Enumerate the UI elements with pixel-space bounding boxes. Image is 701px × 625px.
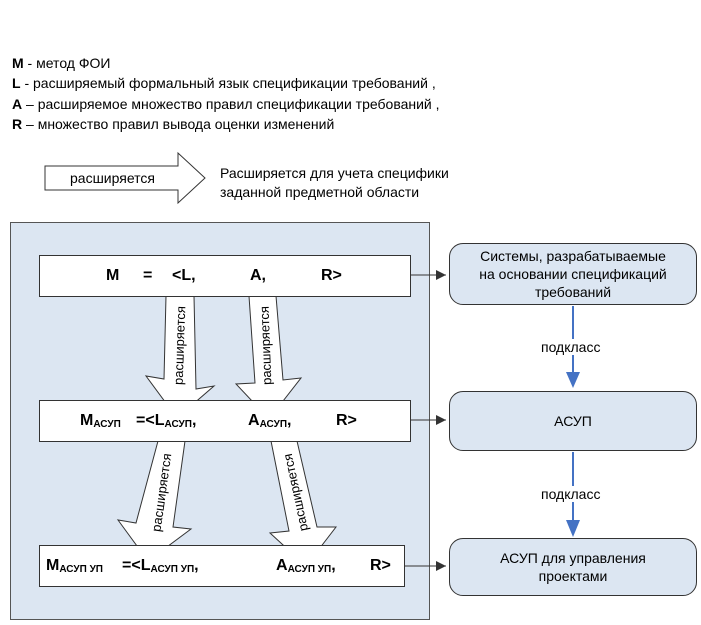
subclass-head-2 <box>566 520 580 537</box>
legend-symbol: A <box>12 96 23 112</box>
node-asup-up-line1: АСУП для управления <box>500 550 646 566</box>
subclass-head-1 <box>566 372 580 388</box>
formula-m: M <box>106 267 120 284</box>
node-asup-up: АСУП для управления проектами <box>449 538 697 596</box>
legend-symbol: R <box>12 116 23 132</box>
legend-text: – множество правил вывода оценки изменен… <box>22 116 335 132</box>
node-asup: АСУП <box>449 391 697 451</box>
node-systems-line1: Системы, разрабатываемые <box>480 248 666 264</box>
formula-a: A, <box>250 267 266 284</box>
key-description: Расширяется для учета специфики заданной… <box>220 164 449 202</box>
node-asup-up-line2: проектами <box>538 568 608 584</box>
legend-text: - расширяемый формальный язык спецификац… <box>20 75 436 91</box>
formula-method: M = <L, A, R> <box>39 255 411 297</box>
formula-a: AАСУП, <box>248 412 292 430</box>
formula-l: =<LАСУП, <box>136 412 197 430</box>
formula-asup-up: MАСУП УП =<LАСУП УП, AАСУП УП, R> <box>39 545 405 587</box>
extends-label-2: расширяется <box>256 305 275 386</box>
edge-label-subclass-2: подкласс <box>539 486 603 502</box>
legend-symbol: L <box>12 75 21 91</box>
node-systems-line2: на основании спецификаций <box>479 266 667 282</box>
formula-asup: MАСУП =<LАСУП, AАСУП, R> <box>39 400 411 442</box>
formula-m: MАСУП <box>80 412 121 430</box>
node-systems: Системы, разрабатываемые на основании сп… <box>449 243 697 305</box>
legend-symbol: M <box>12 55 24 71</box>
formula-r: R> <box>370 557 391 574</box>
edge-label-subclass-1: подкласс <box>539 339 603 355</box>
legend-text: - метод ФОИ <box>23 55 111 71</box>
node-asup-label: АСУП <box>554 413 592 429</box>
legend-r: R – множество правил вывода оценки измен… <box>12 116 334 132</box>
formula-r: R> <box>336 412 357 429</box>
formula-a: AАСУП УП, <box>276 557 336 575</box>
key-description-line2: заданной предметной области <box>220 184 420 200</box>
key-arrow-label: расширяется <box>70 170 155 186</box>
formula-l: =<LАСУП УП, <box>122 557 199 575</box>
legend-l: L - расширяемый формальный язык специфик… <box>12 75 436 91</box>
node-systems-line3: требований <box>534 284 612 300</box>
formula-eq: = <box>143 267 153 284</box>
legend-text: – расширяемое множество правил специфика… <box>22 96 440 112</box>
extends-label-1: расширяется <box>170 305 189 386</box>
legend-m: M - метод ФОИ <box>12 55 110 71</box>
connector-f3-n3-head <box>436 561 446 571</box>
formula-m: MАСУП УП <box>46 557 103 575</box>
legend-a: A – расширяемое множество правил специфи… <box>12 96 440 112</box>
formula-l: <L, <box>172 267 196 284</box>
key-description-line1: Расширяется для учета специфики <box>220 165 449 181</box>
connector-f2-n2-head <box>436 415 446 425</box>
connector-f1-n1-head <box>436 270 446 280</box>
formula-r: R> <box>321 267 342 284</box>
